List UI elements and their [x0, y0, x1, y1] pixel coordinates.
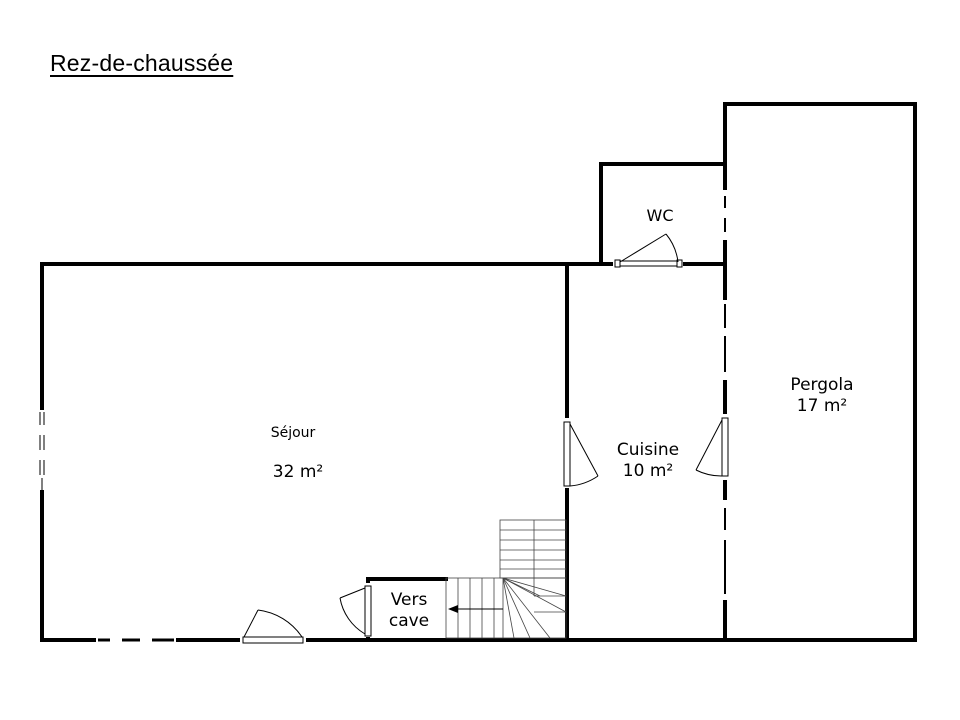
- cave-door: [339, 585, 372, 637]
- room-area: 32 m²: [272, 462, 324, 482]
- room-name: WC: [646, 206, 674, 225]
- room-area-sejour: 32 m²: [253, 462, 343, 483]
- room-name: Séjour: [270, 425, 316, 441]
- room-label-sejour: Séjour: [248, 425, 338, 443]
- sejour-cuisine-door: [563, 421, 599, 487]
- room-label-wc: WC: [637, 206, 683, 226]
- room-area: 17 m²: [796, 396, 848, 417]
- floor-plan-title: Rez-de-chaussée: [50, 50, 234, 76]
- entrance-door: [242, 609, 304, 644]
- wc-walls: [599, 162, 727, 266]
- pergola-walls: [723, 102, 917, 642]
- room-name: Cuisine: [616, 440, 680, 460]
- room-area: 10 m²: [622, 461, 674, 482]
- room-label-cuisine: Cuisine 10 m²: [602, 440, 694, 483]
- cuisine-pergola-door: [695, 417, 729, 477]
- room-label-pergola: Pergola 17 m²: [772, 375, 872, 418]
- room-name: Pergola: [790, 375, 854, 395]
- room-name-line2: cave: [388, 611, 430, 632]
- wc-door: [614, 233, 683, 268]
- sejour-walls: [40, 262, 569, 642]
- room-label-cave: Vers cave: [378, 590, 440, 633]
- staircase: [445, 519, 567, 639]
- room-name: Vers: [390, 590, 428, 610]
